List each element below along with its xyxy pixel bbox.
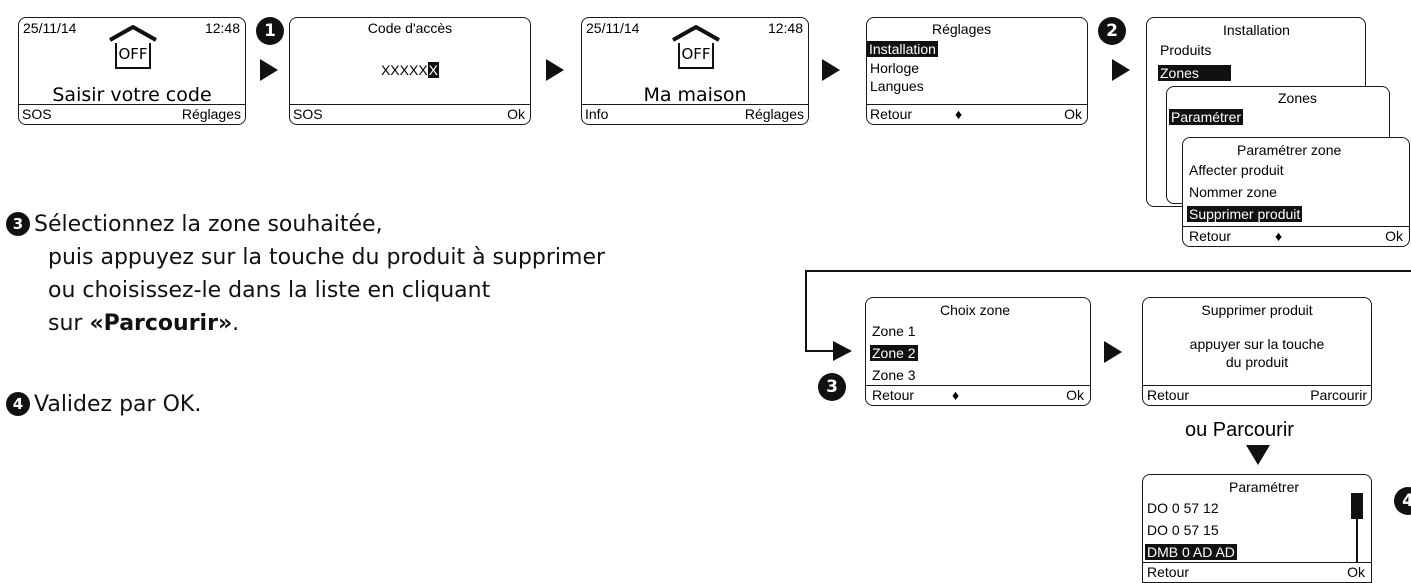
time-label: 12:48 (204, 20, 240, 36)
screen-message: Ma maison (643, 84, 747, 106)
next-arrow (1112, 59, 1130, 81)
softkey-right[interactable]: Réglages (181, 106, 241, 122)
zone-item-1[interactable]: Zone 1 (872, 323, 916, 339)
menu-item-zones[interactable]: Zones (1158, 65, 1231, 81)
softkey-bar: Retour Ok (1143, 562, 1371, 582)
product-item-2[interactable]: DO 0 57 15 (1147, 522, 1219, 538)
softkey-right[interactable]: Réglages (744, 106, 804, 122)
softkey-left[interactable]: Retour (1147, 387, 1190, 403)
menu-item-horloge[interactable]: Horloge (870, 60, 920, 76)
updown-arrows-icon[interactable]: ♦ (1275, 228, 1283, 244)
screen-supprimer-produit: Supprimer produit appuyer sur la touche … (1142, 297, 1372, 406)
screen-choix-zone: Choix zone Zone 1 Zone 2 Zone 3 Retour ♦… (865, 297, 1091, 406)
screen-parametrer-list: Paramétrer DO 0 57 12 DO 0 57 15 DMB 0 A… (1142, 474, 1372, 583)
code-cursor: X (427, 62, 440, 78)
screen-title: Installation (1223, 22, 1290, 38)
softkey-right[interactable]: Ok (507, 106, 525, 122)
code-masked: XXXXX (380, 62, 428, 78)
menu-item-supprimer[interactable]: Supprimer produit (1187, 206, 1303, 222)
next-arrow (822, 59, 840, 81)
softkey-right[interactable]: Ok (1064, 106, 1082, 122)
status-off: OFF (118, 45, 148, 63)
step-marker-2: 2 (1098, 17, 1126, 45)
screen-home-unlocked: 25/11/14 12:48 OFF Ma maison Info Réglag… (581, 17, 809, 125)
softkey-left[interactable]: SOS (22, 106, 52, 122)
menu-item-installation[interactable]: Installation (867, 41, 938, 57)
date-label: 25/11/14 (23, 20, 77, 36)
screen-message: Saisir votre code (52, 84, 212, 106)
step-3-line-4: sur «Parcourir». (48, 311, 240, 336)
date-label: 25/11/14 (586, 20, 640, 36)
parcourir-emphasis: «Parcourir» (89, 311, 233, 336)
menu-item-produits[interactable]: Produits (1160, 42, 1212, 58)
next-arrow (546, 59, 564, 81)
softkey-left[interactable]: Retour (1147, 564, 1190, 580)
updown-arrows-icon[interactable]: ♦ (955, 106, 963, 122)
instruction-line-2: du produit (1225, 354, 1289, 370)
step-3-line-2: puis appuyez sur la touche du produit à … (48, 245, 606, 270)
step-marker-1: 1 (256, 17, 284, 45)
house-off-icon: OFF (108, 24, 158, 70)
menu-item-langues[interactable]: Langues (870, 78, 924, 94)
product-item-3[interactable]: DMB 0 AD AD (1145, 544, 1237, 560)
softkey-right[interactable]: Ok (1347, 564, 1365, 580)
softkey-bar: Retour ♦ Ok (867, 104, 1087, 124)
screen-title: Code d'accès (367, 20, 453, 36)
code-field[interactable]: XXXXXX (290, 62, 530, 78)
step-3-number: 3 (6, 212, 30, 236)
ou-parcourir-label: ou Parcourir (1185, 419, 1294, 441)
product-item-1[interactable]: DO 0 57 12 (1147, 500, 1219, 516)
screen-home-locked: 25/11/14 12:48 OFF Saisir votre code SOS… (18, 17, 246, 125)
softkey-left[interactable]: Retour (870, 106, 913, 122)
softkey-left[interactable]: Retour (872, 387, 915, 403)
softkey-bar: Retour Parcourir (1143, 385, 1371, 405)
screen-title: Supprimer produit (1201, 302, 1313, 318)
softkey-bar: SOS Réglages (19, 104, 245, 124)
softkey-right[interactable]: Ok (1066, 387, 1084, 403)
step-marker-4: 4 (1394, 487, 1411, 515)
screen-title: Choix zone (940, 302, 1011, 318)
step-4-number: 4 (6, 392, 30, 416)
zone-item-2[interactable]: Zone 2 (870, 345, 918, 361)
next-arrow (260, 59, 278, 81)
menu-item-parametrer[interactable]: Paramétrer (1169, 109, 1244, 125)
softkey-bar: Retour ♦ Ok (1183, 226, 1409, 246)
screen-title: Paramétrer zone (1237, 142, 1342, 158)
down-arrow-icon (1246, 445, 1270, 465)
scrollbar-thumb[interactable] (1351, 493, 1363, 519)
scrollbar-track[interactable] (1356, 493, 1358, 563)
updown-arrows-icon[interactable]: ♦ (952, 387, 960, 403)
step-marker-3: 3 (818, 373, 846, 401)
softkey-left[interactable]: Info (585, 106, 609, 122)
house-off-icon: OFF (671, 24, 721, 70)
zone-item-3[interactable]: Zone 3 (872, 367, 916, 383)
softkey-bar: SOS Ok (290, 104, 530, 124)
step-3-line-3: ou choisissez-le dans la liste en cliqua… (48, 278, 491, 303)
menu-item-affecter[interactable]: Affecter produit (1189, 162, 1284, 178)
next-arrow (1104, 341, 1122, 363)
softkey-right[interactable]: Ok (1385, 228, 1403, 244)
softkey-right[interactable]: Parcourir (1310, 387, 1367, 403)
softkey-left[interactable]: Retour (1189, 228, 1232, 244)
softkey-bar: Info Réglages (582, 104, 808, 124)
screen-parametrer-zone: Paramétrer zone Affecter produit Nommer … (1182, 137, 1410, 247)
screen-title: Zones (1278, 90, 1317, 106)
time-label: 12:48 (767, 20, 803, 36)
screen-title: Paramétrer (1229, 479, 1300, 495)
status-off: OFF (681, 45, 711, 63)
screen-access-code: Code d'accès XXXXXX SOS Ok (289, 17, 531, 125)
screen-reglages: Réglages Installation Horloge Langues Re… (866, 17, 1088, 125)
screen-title: Réglages (932, 21, 992, 37)
softkey-left[interactable]: SOS (293, 106, 323, 122)
softkey-bar: Retour ♦ Ok (866, 385, 1090, 405)
instruction-line-1: appuyer sur la touche (1189, 336, 1325, 352)
menu-item-nommer[interactable]: Nommer zone (1189, 184, 1277, 200)
